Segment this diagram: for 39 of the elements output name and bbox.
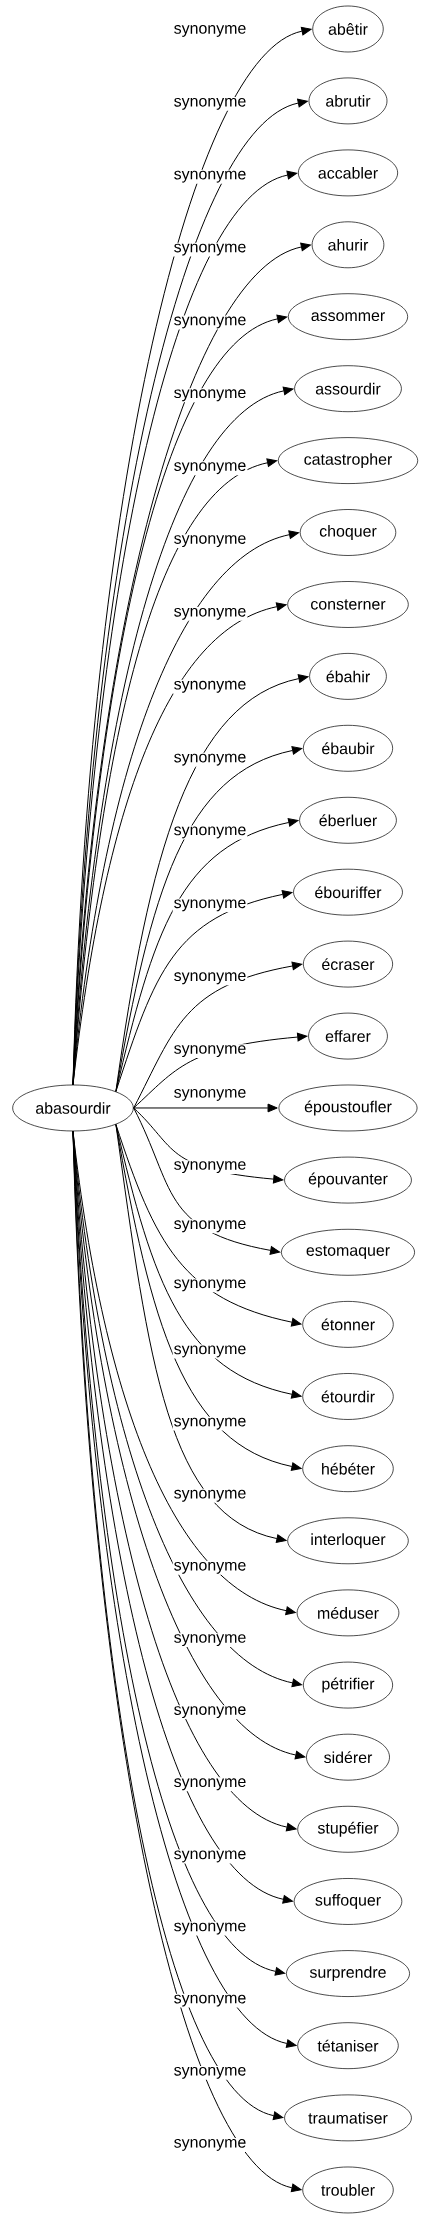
arrow: [72, 602, 287, 1086]
arrow: [133, 1107, 281, 1255]
edge-label: synonyme: [172, 1344, 248, 1359]
edge-label: synonyme: [172, 898, 248, 913]
edge-label: synonyme: [172, 96, 248, 111]
edge-label: synonyme: [172, 1633, 248, 1647]
edge-label: synonyme: [172, 825, 248, 840]
edge-label: synonyme: [172, 1993, 248, 2008]
edge-label: synonyme: [172, 679, 248, 694]
edge-label: synonyme: [172, 1777, 248, 1792]
arrow: [115, 1124, 302, 1327]
arrow: [133, 961, 303, 1109]
edge-label: synonyme: [172, 1160, 248, 1175]
edge-label: synonyme: [172, 971, 248, 986]
edge-label: synonyme: [172, 24, 248, 38]
edge-label: synonyme: [172, 1921, 248, 1936]
edge-label: synonyme: [172, 2138, 248, 2152]
edge-label: synonyme: [172, 2065, 248, 2080]
arrow: [115, 1124, 287, 1543]
edge-label: synonyme: [172, 1705, 248, 1720]
edge-label: synonyme: [172, 1278, 248, 1293]
edge-label: synonyme: [172, 534, 248, 549]
edge-label: synonyme: [172, 752, 248, 767]
edge-label: synonyme: [172, 1219, 248, 1234]
edge-label: synonyme: [172, 1416, 248, 1431]
arrow: [115, 890, 293, 1092]
edge-label: synonyme: [172, 606, 248, 621]
arrow: [133, 1103, 278, 1113]
edge-label: synonyme: [172, 461, 248, 476]
edge-label: synonyme: [172, 1849, 248, 1864]
edge-label: synonyme: [172, 1044, 248, 1059]
edge-label: synonyme: [172, 1560, 248, 1575]
edge-label: synonyme: [172, 1088, 248, 1102]
edge-label: synonyme: [172, 1488, 248, 1503]
edge-label: synonyme: [172, 242, 248, 257]
arrow: [115, 818, 299, 1092]
edge-label: synonyme: [172, 169, 248, 184]
edge-label: synonyme: [172, 388, 248, 403]
edge-label: synonyme: [172, 315, 248, 330]
